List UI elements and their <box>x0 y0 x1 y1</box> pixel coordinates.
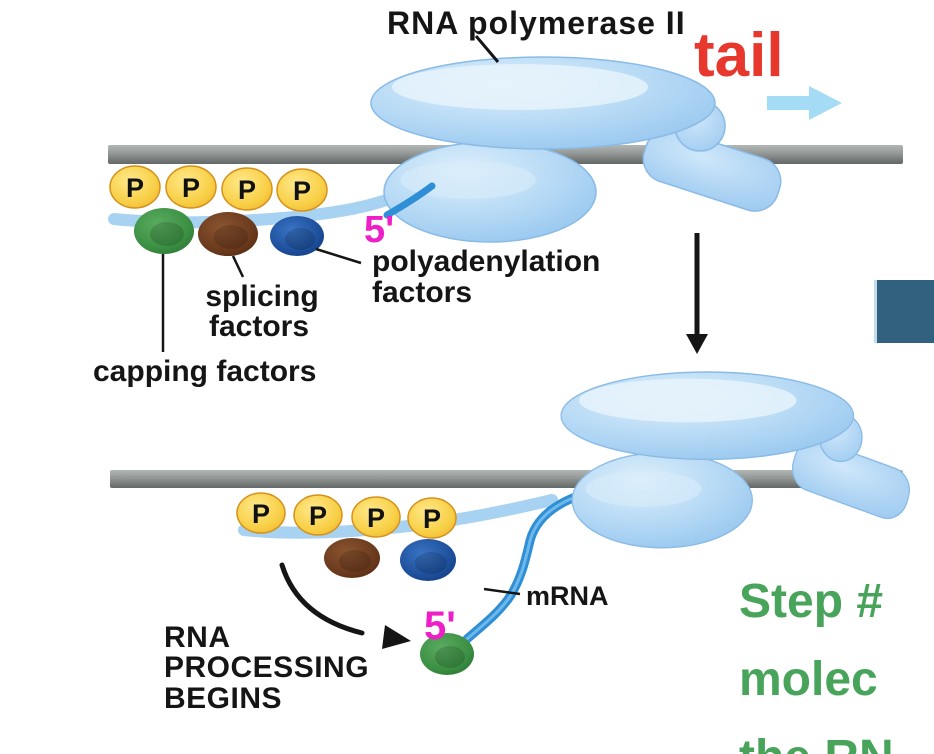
phosphate: P <box>236 492 286 534</box>
phosphate: P <box>165 165 217 209</box>
slide-decoration-square <box>874 280 934 343</box>
rna-polymerase-label: RNA polymerase II <box>387 5 686 41</box>
polymerase-pointer-line <box>474 35 500 63</box>
five-prime-cap <box>420 633 474 675</box>
step-note-line1: Step # <box>739 575 883 628</box>
step-note-line2: molec <box>739 653 878 706</box>
phosphate-letter: P <box>309 501 327 531</box>
phosphate: P <box>109 165 161 209</box>
five-prime-label-bottom: 5' <box>424 604 456 648</box>
capping-factor-top <box>134 208 194 254</box>
phosphate-letter: P <box>238 175 256 205</box>
polyadenylation-factor-top <box>270 216 324 256</box>
phosphate: P <box>407 497 457 539</box>
direction-arrow <box>767 86 842 120</box>
phosphate-letter: P <box>252 499 270 529</box>
rna-processing-line3: BEGINS <box>164 682 282 715</box>
polyadenylation-label-line2: factors <box>372 276 472 309</box>
rna-processing-line2: PROCESSING <box>164 651 369 684</box>
polyadenylation-label-line1: polyadenylation <box>372 245 600 278</box>
mrna-label: mRNA <box>526 581 609 611</box>
phosphate-letter: P <box>423 504 441 534</box>
phosphate-letter: P <box>126 173 144 203</box>
dna-strand-bottom <box>110 470 903 488</box>
mrna-pointer-line <box>483 587 521 596</box>
polyadenylation-factor-bottom <box>400 539 456 581</box>
phosphate-group-top: P P P P <box>109 165 328 212</box>
step-note: Step # molec the RN <box>739 575 894 754</box>
capping-label: capping factors <box>93 355 316 388</box>
phosphate: P <box>293 494 343 536</box>
step-down-arrow <box>686 233 708 354</box>
polyadenylation-pointer-line <box>315 247 362 265</box>
phosphate: P <box>221 167 273 211</box>
splicing-pointer-line <box>231 255 245 278</box>
phosphate: P <box>351 496 401 538</box>
splicing-label-line2: factors <box>209 310 309 343</box>
mrna-five-prime-stub <box>383 182 436 219</box>
splicing-factor-bottom <box>324 538 380 578</box>
rna-polymerase-bottom <box>560 371 910 549</box>
phosphate-letter: P <box>182 173 200 203</box>
splicing-factor-top <box>198 212 258 256</box>
phosphate-letter: P <box>367 503 385 533</box>
five-prime-label-top: 5' <box>364 209 394 251</box>
rna-processing-line1: RNA <box>164 621 231 654</box>
phosphate: P <box>276 168 328 212</box>
processing-curved-arrow <box>279 562 411 649</box>
splicing-label-line1: splicing <box>205 280 318 313</box>
phosphate-group-bottom: P P P P <box>236 492 457 539</box>
rna-polymerase-top <box>370 56 782 243</box>
step-note-line3: the RN <box>739 731 894 754</box>
mrna-strand <box>462 491 583 644</box>
phosphate-letter: P <box>293 176 311 206</box>
tail-label: tail <box>694 21 784 90</box>
